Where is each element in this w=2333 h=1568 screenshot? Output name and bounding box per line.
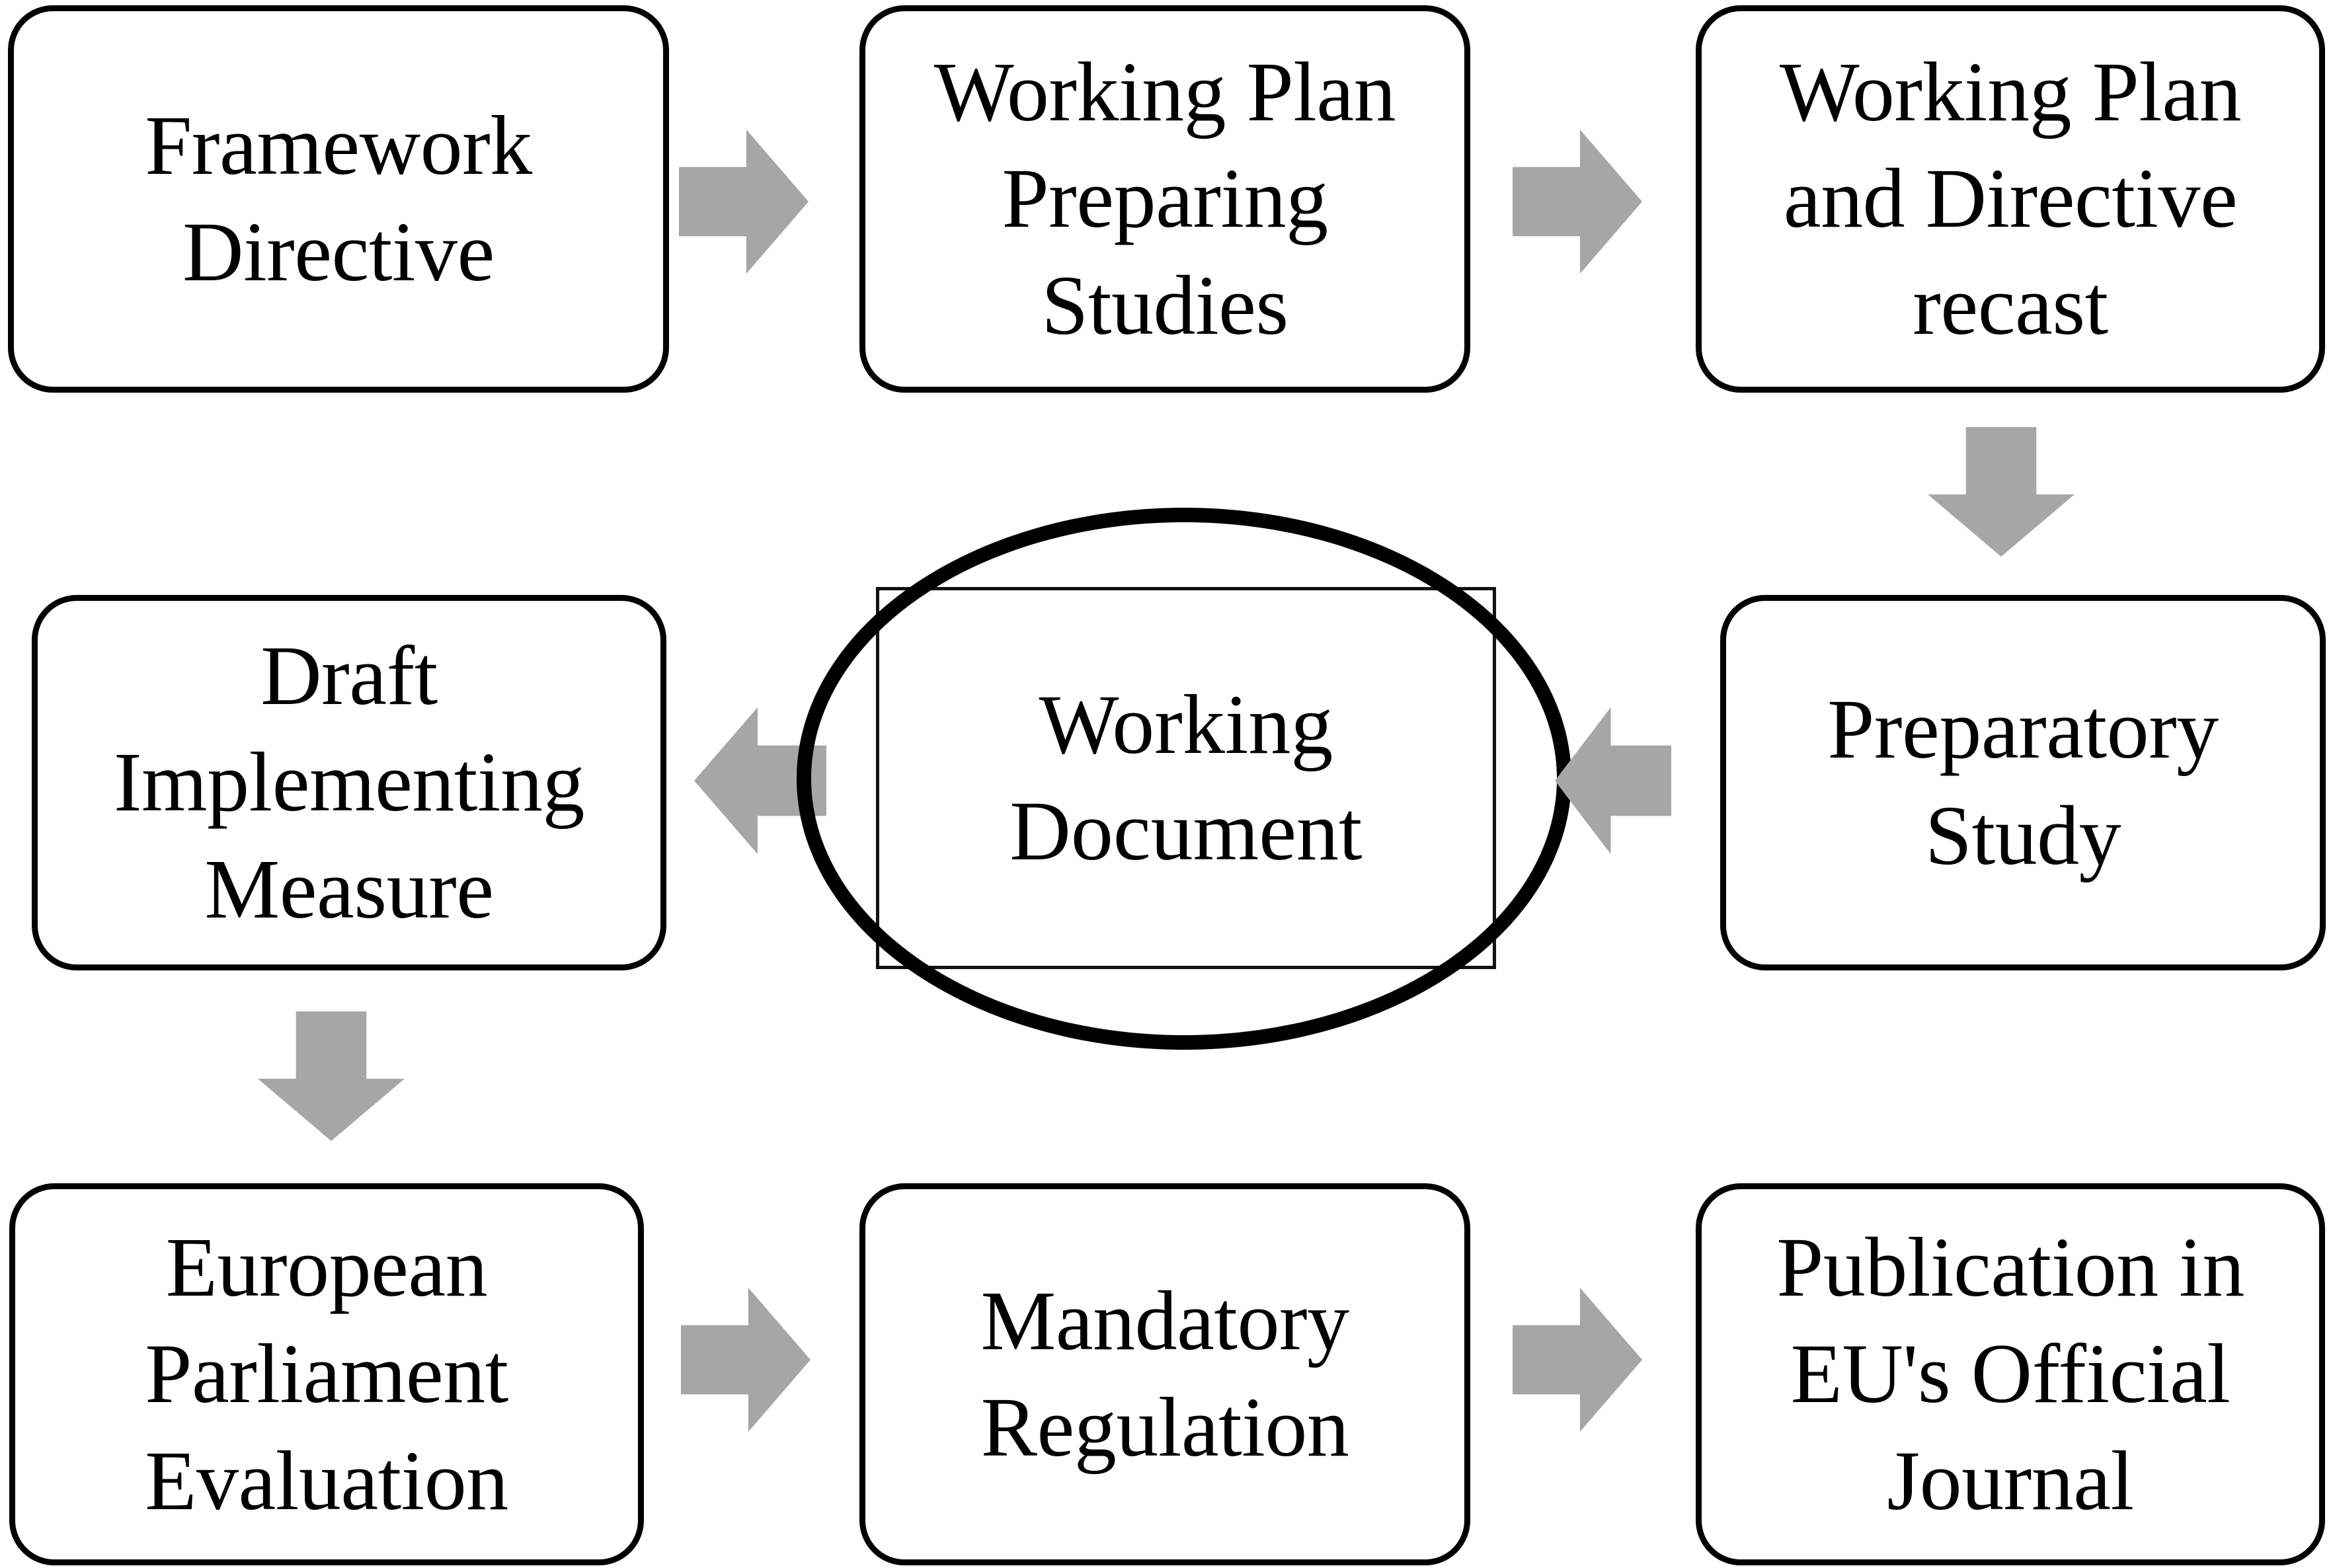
node-working-plan-studies[interactable]: Working Plan Preparing Studies [859,5,1470,393]
node-label: European Parliament Evaluation [145,1220,508,1528]
node-working-plan-recast[interactable]: Working Plan and Directive recast [1696,5,2325,393]
arrow-recast-to-preparatory [1928,427,2075,557]
node-working-document[interactable]: Working Document [876,587,1496,969]
arrow-draft-to-parliament [258,1011,405,1141]
arrow-parliament-to-regulation [681,1288,811,1432]
arrow-studies-to-recast [1513,130,1642,274]
node-draft-implementing-measure[interactable]: Draft Implementing Measure [32,595,666,970]
node-mandatory-regulation[interactable]: Mandatory Regulation [859,1183,1470,1565]
arrow-framework-to-studies [679,130,809,274]
node-label: Mandatory Regulation [980,1273,1349,1474]
node-label: Working Plan and Directive recast [1779,45,2242,352]
node-label: Working Plan Preparing Studies [933,45,1396,352]
node-label: Publication in EU's Official Journal [1776,1220,2244,1528]
arrow-regulation-to-publication [1513,1288,1642,1432]
node-publication-eu-journal[interactable]: Publication in EU's Official Journal [1696,1183,2325,1565]
node-label: Framework Directive [145,98,532,299]
node-framework-directive[interactable]: Framework Directive [8,5,669,393]
node-european-parliament-evaluation[interactable]: European Parliament Evaluation [9,1183,644,1565]
arrow-document-to-draft [694,707,826,854]
node-label: Working Document [1009,677,1363,878]
node-label: Preparatory Study [1827,682,2219,882]
node-label: Draft Implementing Measure [113,629,585,936]
node-preparatory-study[interactable]: Preparatory Study [1720,595,2326,970]
arrow-preparatory-to-document [1555,707,1671,854]
